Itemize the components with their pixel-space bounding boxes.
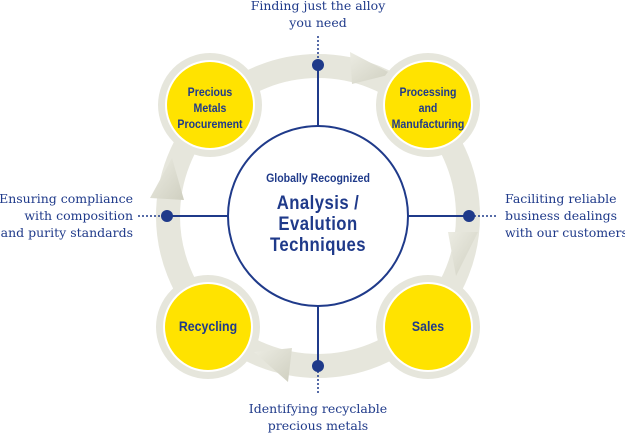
arrowhead-right bbox=[448, 232, 478, 276]
center-title-line: Techniques bbox=[269, 235, 367, 256]
dot-left bbox=[161, 210, 173, 222]
annotation-line: Ensuring compliance bbox=[0, 191, 133, 206]
annotation-right: Faciliting reliable business dealings wi… bbox=[505, 190, 625, 241]
center-subtitle: Globally Recognized bbox=[266, 171, 370, 185]
dot-bottom bbox=[312, 360, 324, 372]
annotation-line: Identifying recyclable bbox=[248, 401, 388, 416]
label-line: Recycling bbox=[178, 318, 238, 334]
label-line: Metals bbox=[193, 101, 227, 115]
arrowhead-bottom bbox=[254, 348, 292, 382]
stage-label-procurement: Precious Metals Procurement bbox=[166, 84, 254, 132]
center-circle bbox=[227, 125, 409, 307]
annotation-line: you need bbox=[289, 15, 347, 30]
stage-circle-sales bbox=[376, 275, 480, 379]
label-line: and bbox=[418, 101, 438, 115]
center-title-line: Evalution bbox=[278, 214, 358, 235]
annotation-left: Ensuring compliance with composition and… bbox=[0, 190, 133, 241]
annotation-line: with composition bbox=[24, 208, 133, 223]
stage-circle-processing bbox=[376, 53, 480, 157]
label-line: Sales bbox=[411, 318, 445, 334]
annotation-line: and purity standards bbox=[0, 225, 133, 240]
annotation-top: Finding just the alloy you need bbox=[218, 0, 418, 31]
label-line: Procurement bbox=[177, 117, 243, 131]
label-line: Precious bbox=[187, 85, 233, 99]
stage-label-recycling: Recycling bbox=[164, 318, 252, 334]
center-title-line: Analysis / bbox=[276, 193, 360, 214]
annotation-line: precious metals bbox=[267, 418, 369, 433]
stage-label-processing: Processing and Manufacturing bbox=[380, 84, 477, 132]
dot-top bbox=[312, 59, 324, 71]
arrowhead-top bbox=[350, 52, 392, 84]
label-line: Processing bbox=[399, 85, 457, 99]
annotation-line: Finding just the alloy bbox=[250, 0, 386, 13]
annotation-line: Faciliting reliable bbox=[505, 191, 617, 206]
label-line: Manufacturing bbox=[391, 117, 465, 131]
stage-label-sales: Sales bbox=[384, 318, 472, 334]
dot-right bbox=[463, 210, 475, 222]
annotation-line: business dealings bbox=[505, 208, 618, 223]
annotation-bottom: Identifying recyclable precious metals bbox=[218, 400, 418, 433]
arrowhead-left bbox=[150, 158, 184, 200]
stage-circle-procurement bbox=[158, 53, 262, 157]
center-title: Analysis / Evalution Techniques bbox=[239, 193, 397, 256]
annotation-line: with our customers bbox=[505, 225, 625, 240]
stage-circle-recycling bbox=[156, 275, 260, 379]
